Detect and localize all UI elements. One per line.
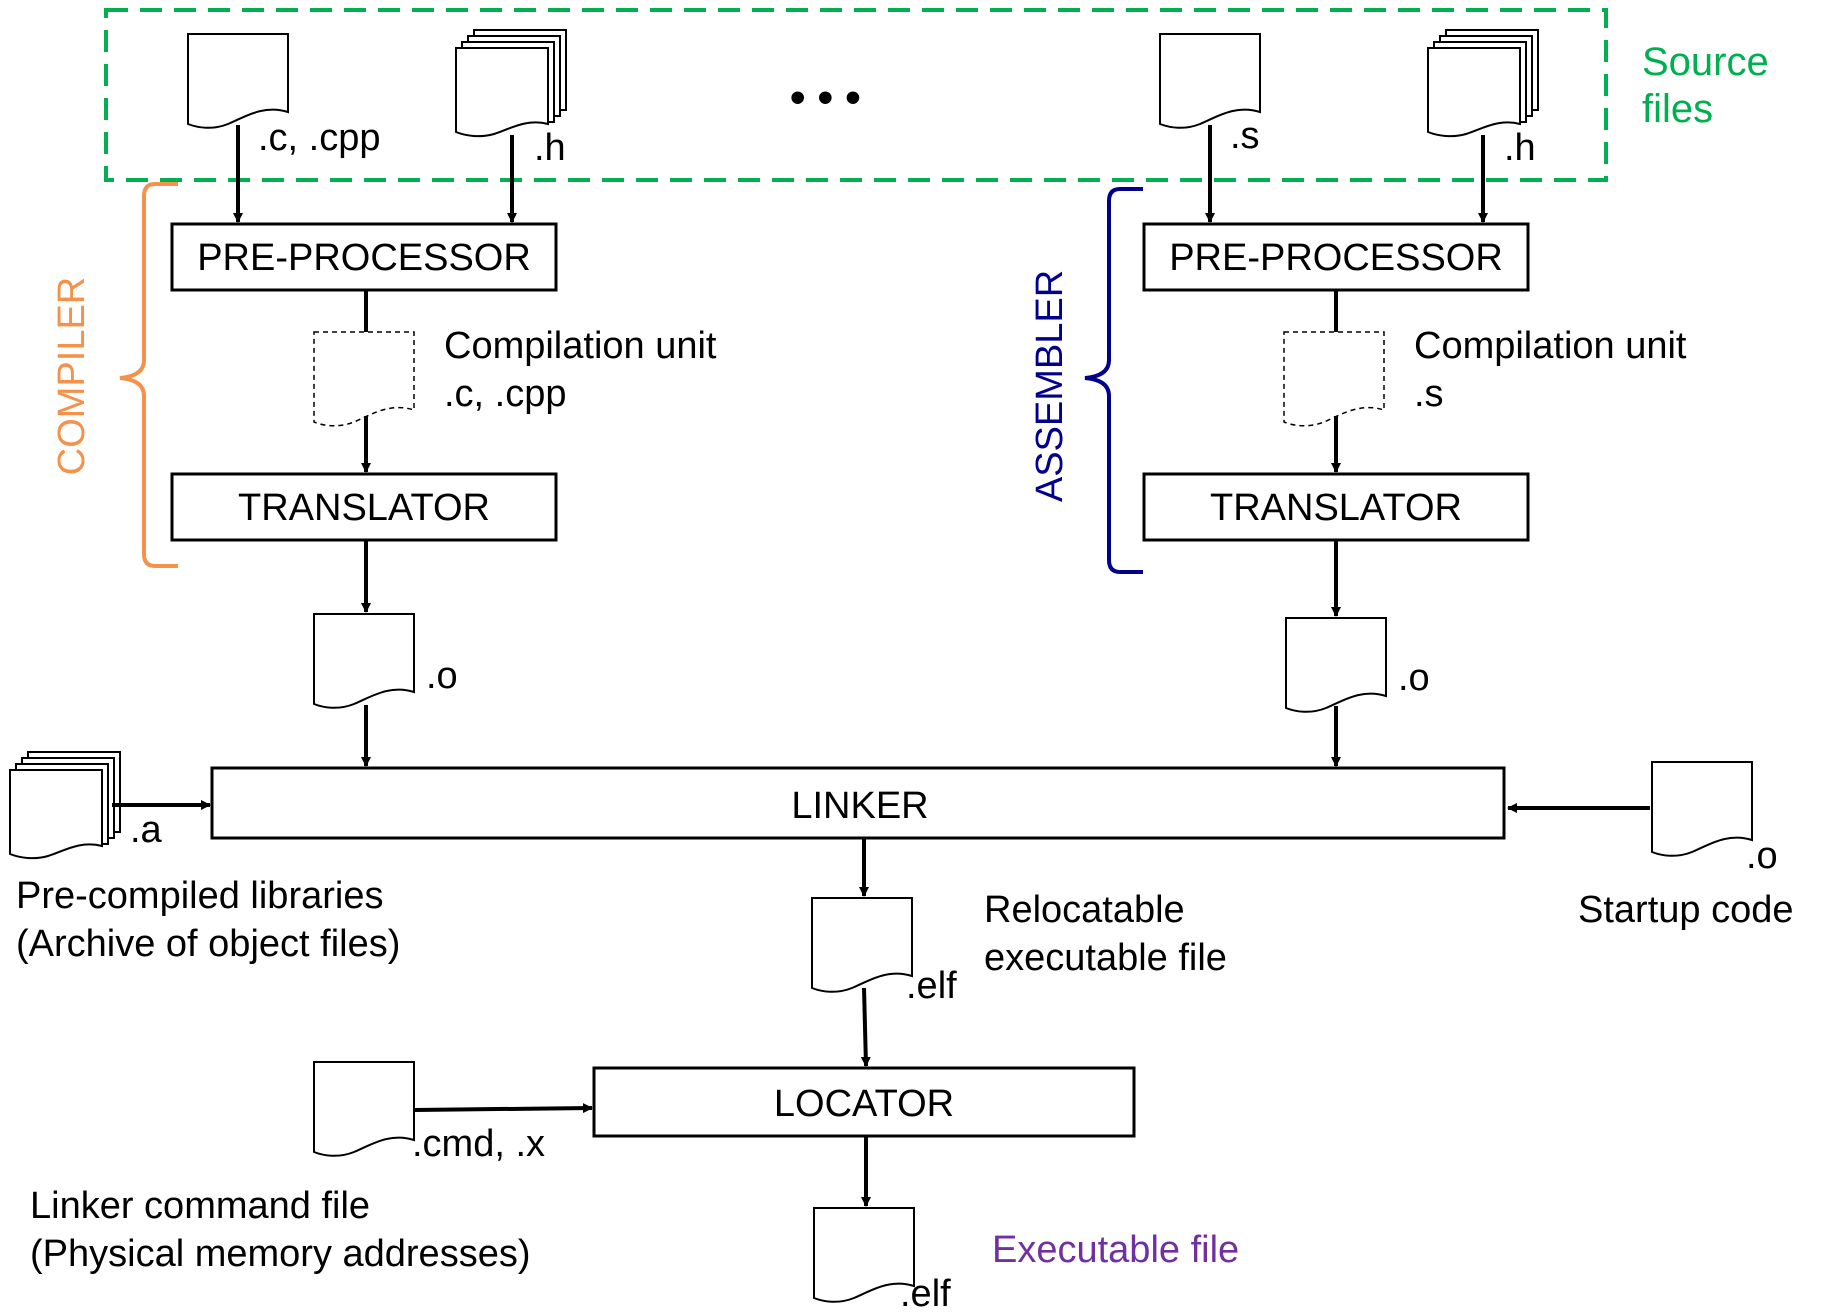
compiler-bracket xyxy=(119,182,178,568)
assembler-bracket-label: ASSEMBLER xyxy=(1029,270,1071,502)
source-files-label-line1: Source xyxy=(1642,40,1769,84)
locator-box xyxy=(592,1066,1136,1138)
source-files-group xyxy=(104,8,1608,182)
startup-code-icon xyxy=(1651,761,1753,857)
relocatable-elf-icon xyxy=(811,897,913,993)
compiler-translator-box xyxy=(170,472,558,542)
locator-label: LOCATOR xyxy=(774,1083,954,1125)
linker-command-file-ext: .cmd, .x xyxy=(412,1123,545,1165)
s-source-file-icon xyxy=(1159,33,1261,129)
compiler-object-file-icon xyxy=(313,613,415,709)
executable-elf-icon xyxy=(813,1207,915,1303)
assembler-object-file-icon xyxy=(1285,617,1387,713)
library-caption-line2: (Archive of object files) xyxy=(16,923,400,965)
assembler-bracket xyxy=(1084,187,1143,574)
s-source-file-ext: .s xyxy=(1230,115,1260,157)
linker-box xyxy=(210,766,1506,840)
compiler-preprocessor-box xyxy=(170,222,558,292)
relocatable-caption-line2: executable file xyxy=(984,937,1227,979)
arrow-cmd-to-locator xyxy=(413,1103,593,1114)
h-header-files-left-icon xyxy=(455,29,567,138)
assembler-compilation-unit-icon xyxy=(1283,331,1385,427)
assembler-compilation-unit-line1: Compilation unit xyxy=(1414,325,1687,367)
linker-command-caption-line2: (Physical memory addresses) xyxy=(30,1233,530,1275)
c-source-file-ext: .c, .cpp xyxy=(258,117,381,159)
compiler-translator-label: TRANSLATOR xyxy=(238,487,490,529)
assembler-translator-box xyxy=(1142,472,1530,542)
assembler-translator-label: TRANSLATOR xyxy=(1210,487,1462,529)
executable-elf-ext: .elf xyxy=(900,1273,951,1312)
assembler-object-file-ext: .o xyxy=(1398,657,1430,699)
ellipsis: • • • xyxy=(790,73,861,122)
startup-code-caption: Startup code xyxy=(1578,889,1793,931)
h-header-file-ext-left: .h xyxy=(534,127,566,169)
relocatable-caption-line1: Relocatable xyxy=(984,889,1185,931)
library-caption-line1: Pre-compiled libraries xyxy=(16,875,383,917)
compiler-compilation-unit-line1: Compilation unit xyxy=(444,325,717,367)
startup-code-ext: .o xyxy=(1746,835,1778,877)
compiler-bracket-label: COMPILER xyxy=(51,277,93,475)
linker-label: LINKER xyxy=(791,785,928,827)
executable-caption: Executable file xyxy=(992,1229,1239,1271)
c-source-file-icon xyxy=(187,33,289,129)
source-files-label-line2: files xyxy=(1642,87,1713,131)
compiler-object-file-ext: .o xyxy=(426,655,458,697)
linker-command-caption-line1: Linker command file xyxy=(30,1185,370,1227)
h-header-files-right-icon xyxy=(1427,29,1539,138)
arrow-relocatable-to-locator xyxy=(860,987,871,1067)
compiler-compilation-unit-line2: .c, .cpp xyxy=(444,373,567,415)
assembler-preprocessor-label: PRE-PROCESSOR xyxy=(1169,237,1503,279)
relocatable-elf-ext: .elf xyxy=(906,965,957,1007)
compiler-preprocessor-label: PRE-PROCESSOR xyxy=(197,237,531,279)
compiler-compilation-unit-icon xyxy=(313,331,415,427)
assembler-compilation-unit-line2: .s xyxy=(1414,373,1444,415)
library-ext: .a xyxy=(130,809,163,851)
linker-command-file-icon xyxy=(313,1061,415,1157)
h-header-file-ext-right: .h xyxy=(1504,127,1536,169)
library-archive-icon xyxy=(9,751,121,860)
